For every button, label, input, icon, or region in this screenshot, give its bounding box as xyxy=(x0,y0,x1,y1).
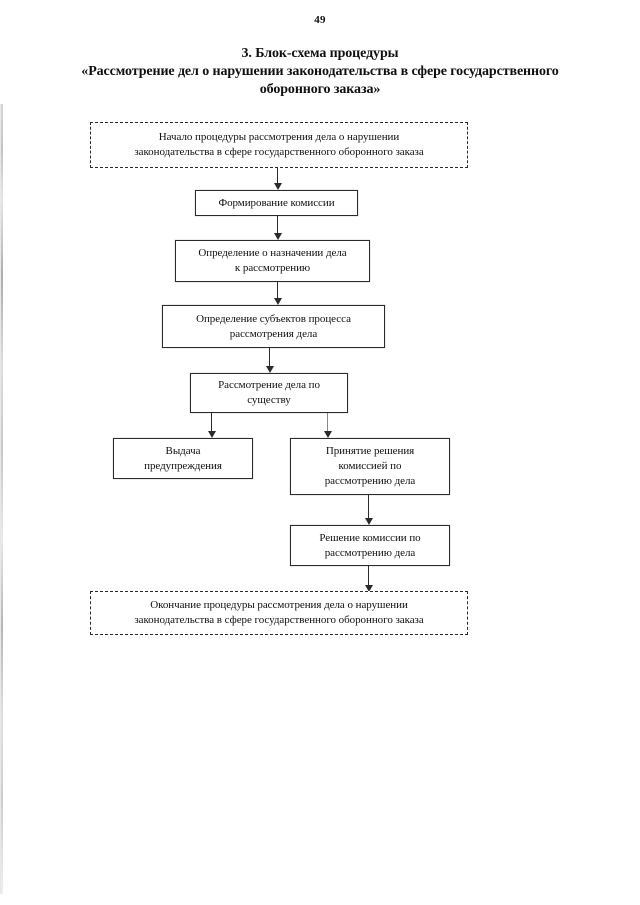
flow-node-warning: Выдача предупреждения xyxy=(113,438,253,479)
flow-node-subjects: Определение субъектов процесса рассмотре… xyxy=(162,305,385,348)
flow-edge-merits-to-decision-making xyxy=(323,413,332,438)
flow-node-merits: Рассмотрение дела по существу xyxy=(190,373,348,413)
flow-edge-ruling-to-subjects xyxy=(273,282,282,305)
flow-node-merits-line-1: Рассмотрение дела по xyxy=(218,379,320,391)
flow-node-start-line-1: Начало процедуры рассмотрения дела о нар… xyxy=(158,131,400,143)
title-line-3: оборонного заказа» xyxy=(259,82,381,97)
page-number: 49 xyxy=(314,14,326,26)
flow-node-subjects-line-2: рассмотрения дела xyxy=(229,327,318,340)
flow-node-end: Окончание процедуры рассмотрения дела о … xyxy=(90,591,468,635)
flow-node-warning-line-2: предупреждения xyxy=(144,459,222,472)
flow-node-decision-line-1: Решение комиссии по xyxy=(319,531,421,544)
page-title: 3. Блок-схема процедуры «Рассмотрение де… xyxy=(40,45,600,99)
flow-edge-merits-to-warning xyxy=(207,413,216,438)
flow-node-end-line-1: Окончание процедуры рассмотрения дела о … xyxy=(150,599,408,611)
flow-node-subjects-line-1: Определение субъектов процесса xyxy=(196,312,351,325)
flow-node-ruling-line-1: Определение о назначении дела xyxy=(198,247,347,259)
flow-node-start: Начало процедуры рассмотрения дела о нар… xyxy=(90,122,468,168)
flow-node-decision-line-2: рассмотрению дела xyxy=(324,546,416,559)
flow-node-commission: Формирование комиссии xyxy=(195,190,358,216)
title-line-2: «Рассмотрение дел о нарушении законодате… xyxy=(81,64,559,79)
title-line-1: 3. Блок-схема процедуры xyxy=(241,46,399,61)
flow-node-ruling: Определение о назначении дела к рассмотр… xyxy=(175,240,370,282)
flow-edge-decision-making-to-decision xyxy=(364,495,373,525)
flow-node-merits-line-2: существу xyxy=(247,394,291,406)
flow-node-decision-making-line-3: рассмотрению дела xyxy=(324,475,416,487)
flow-node-decision: Решение комиссии по рассмотрению дела xyxy=(290,525,450,566)
flow-node-end-line-2: законодательства в сфере государственног… xyxy=(134,614,424,626)
scan-edge-artifact xyxy=(1,104,3,894)
flow-edge-commission-to-ruling xyxy=(273,216,282,240)
scan-edge-artifact-outer xyxy=(0,104,1,894)
flow-node-decision-making-line-2: комиссией по xyxy=(338,460,402,472)
flow-node-decision-making-line-1: Принятие решения xyxy=(325,445,415,457)
flow-node-decision-making: Принятие решения комиссией по рассмотрен… xyxy=(290,438,450,495)
flow-node-ruling-line-2: к рассмотрению xyxy=(234,262,311,274)
flow-edge-decision-to-end xyxy=(364,566,373,592)
flow-node-warning-line-1: Выдача xyxy=(165,444,201,457)
flow-edge-subjects-to-merits xyxy=(265,348,274,373)
flow-edge-start-to-commission xyxy=(273,168,282,190)
flow-node-start-line-2: законодательства в сфере государственног… xyxy=(134,146,424,158)
flow-node-commission-line-1: Формирование комиссии xyxy=(218,196,335,209)
